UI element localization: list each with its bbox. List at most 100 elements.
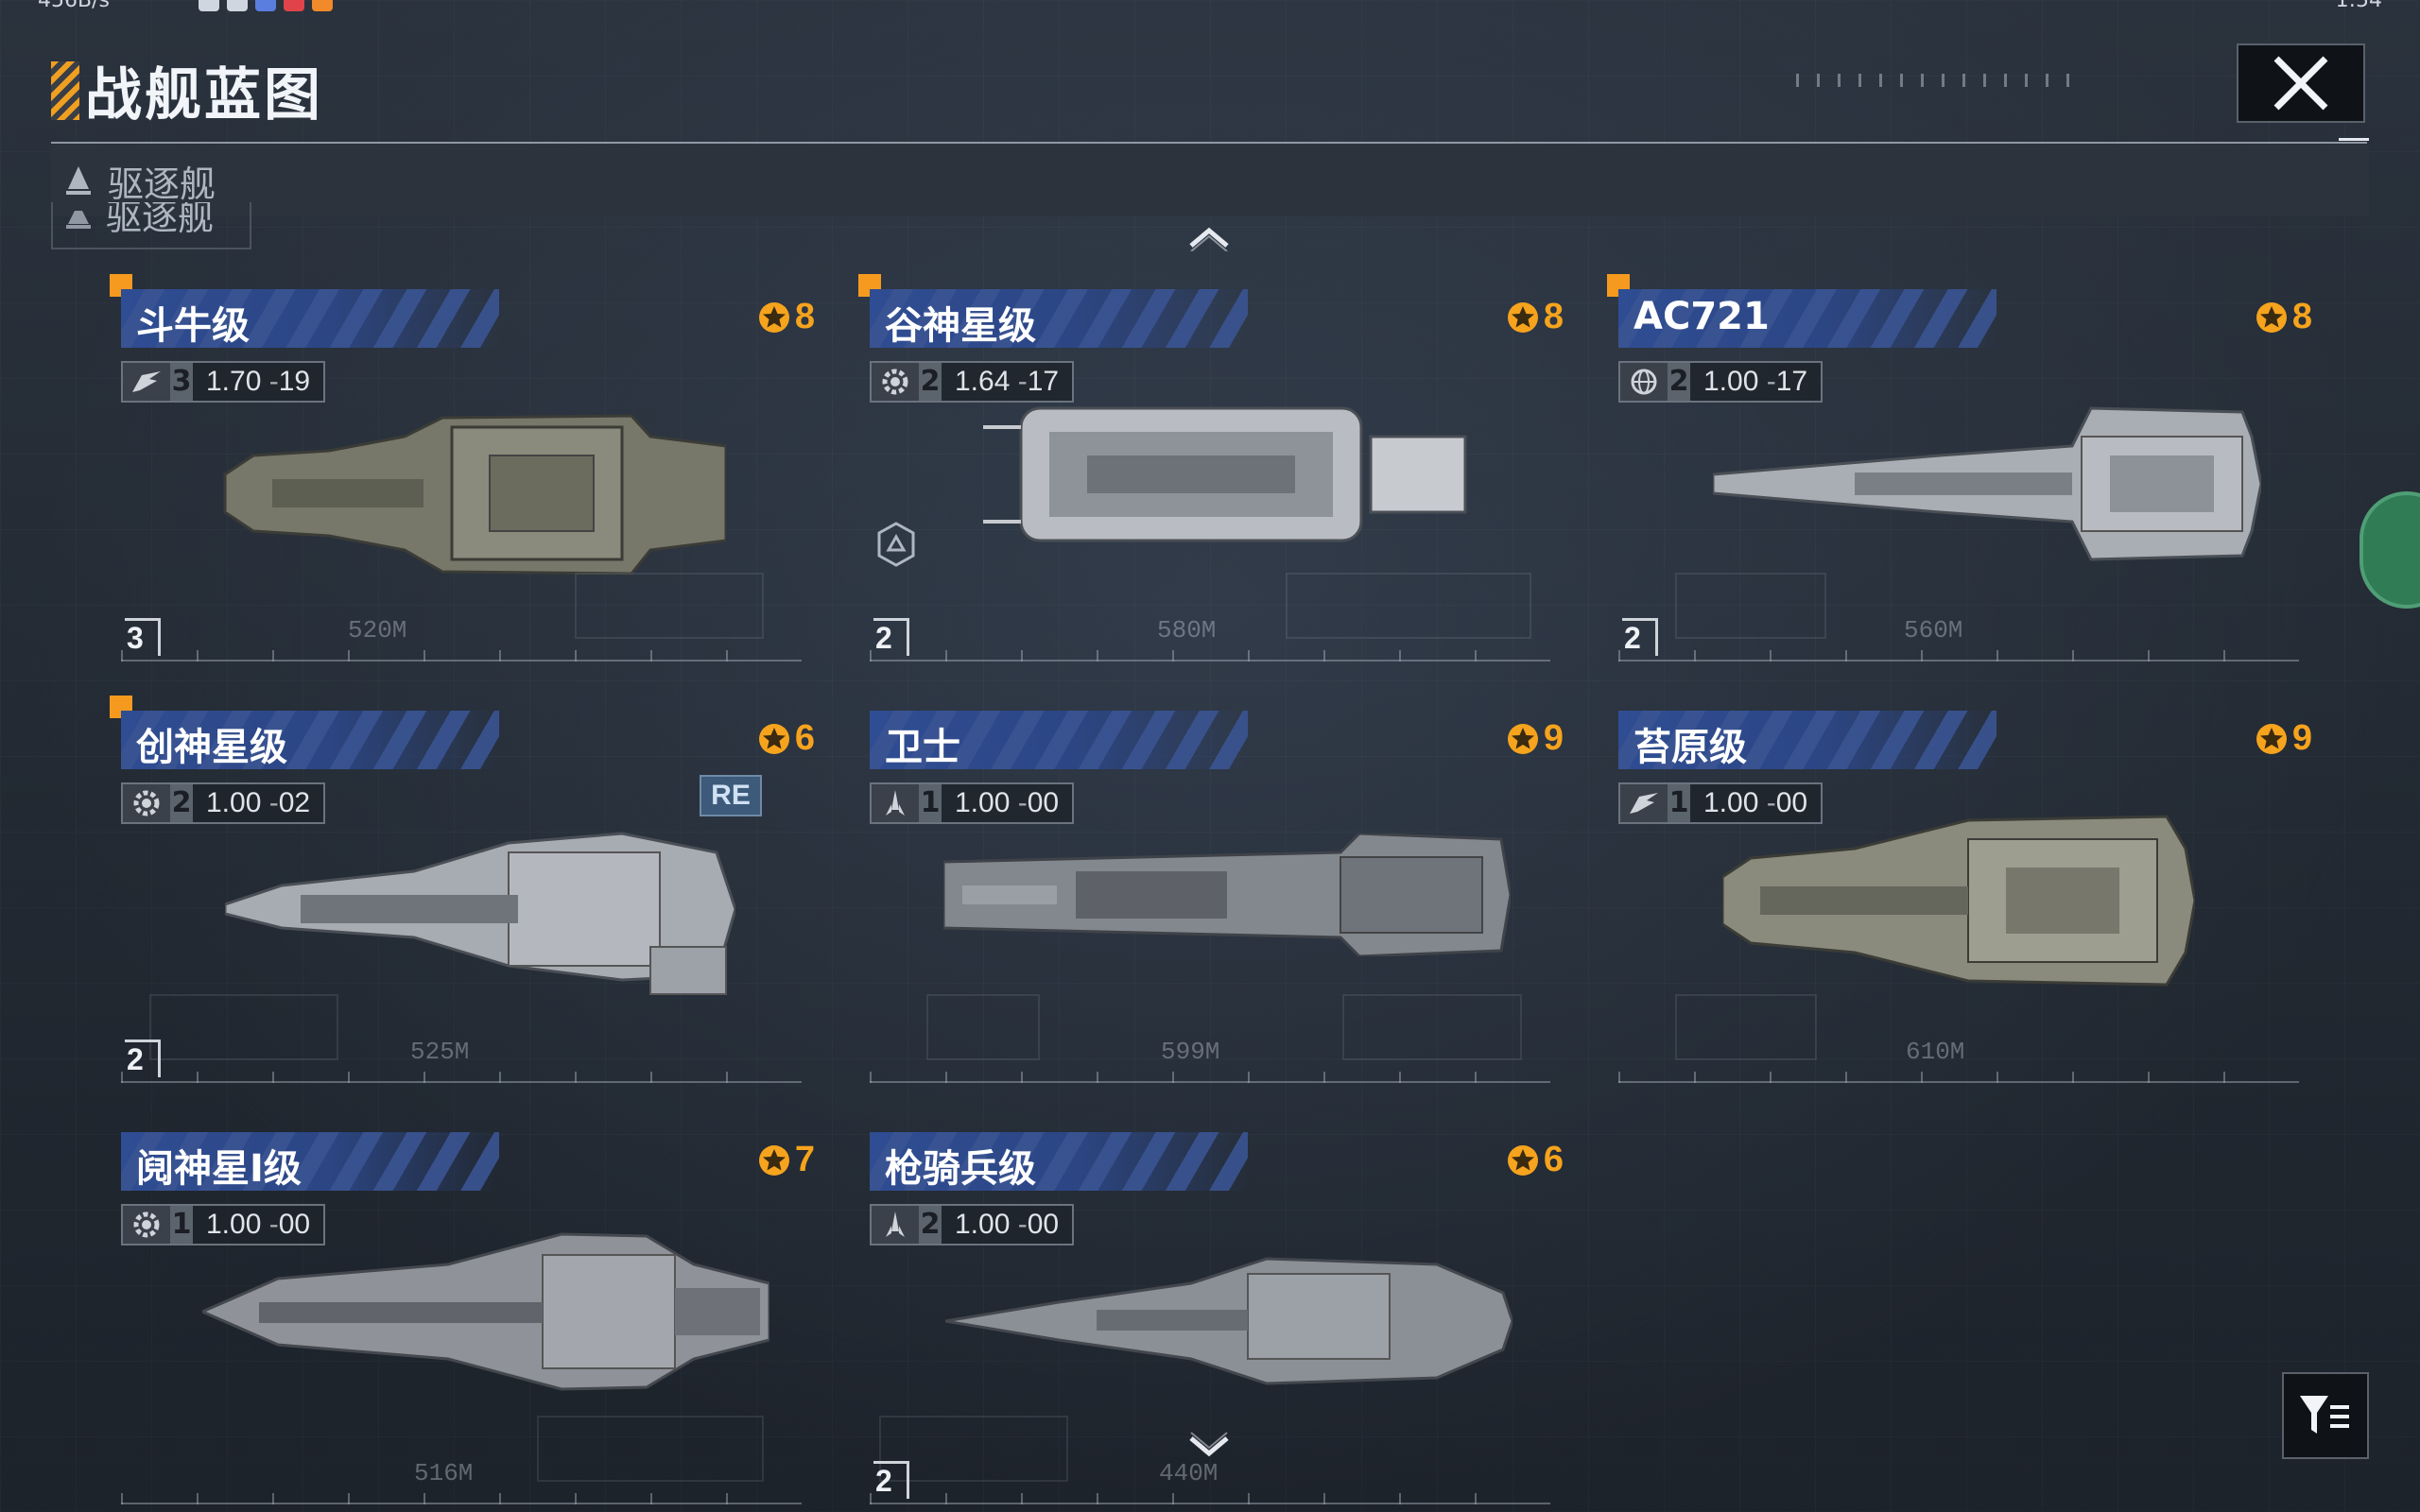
blueprint-sketch [575,573,764,639]
ship-rank: 8 [1506,297,1564,337]
ship-rank: 8 [2255,297,2312,337]
ship-rank: 8 [757,297,815,337]
ship-card[interactable]: 枪骑兵级 6 2 1.00 -00 2 440M [870,1132,1588,1510]
rank-star-icon [758,723,789,754]
ship-card[interactable]: 谷神星级 8 2 1.64 -17 2 580M [858,274,1588,667]
blueprint-sketch [1342,994,1522,1060]
ship-stat-main: 1.00 [206,787,262,818]
ship-stat-sub: 02 [278,787,311,818]
title-accent-stripe [51,60,79,120]
ship-name: 阋神星I级 [136,1147,302,1191]
ship-tier: 1 [170,1206,193,1244]
hexagon-triangle-icon [877,522,915,567]
notification-icons [199,0,333,11]
header-divider-end [2339,138,2369,141]
ship-name-banner [1618,289,1996,348]
ship-card[interactable]: 卫士 9 1 1.00 -00 599M [870,711,1588,1089]
chat-bubble-button[interactable] [2360,491,2420,609]
rank-star-icon [1507,1144,1538,1176]
ship-tier: 3 [170,363,193,401]
ship-name: 枪骑兵级 [885,1147,1036,1191]
ship-stat: 1.64 -17 [955,366,1060,397]
chevron-up-icon [1189,227,1229,252]
ship-length: 580M [1157,616,1217,644]
rank-value: 6 [794,718,815,758]
blueprint-sketch [879,1416,1068,1482]
scroll-down-button[interactable] [1187,1427,1231,1465]
ship-length: 560M [1904,616,1963,644]
ship-name-banner [870,1132,1248,1191]
ship-count: 2 [873,618,909,656]
ship-stat-sub: 00 [1775,787,1808,818]
ship-name-banner [1618,711,1996,769]
ship-stat-sub: 00 [1027,1209,1060,1240]
ship-stat-main: 1.00 [1703,366,1759,397]
ship-name-banner [121,711,499,769]
filter-dropdown-ghost: 驱逐舰 [51,202,251,249]
ship-image [983,406,1467,542]
ship-name: 苔原级 [1634,726,1747,769]
ship-name-banner [870,289,1248,348]
header-divider [51,142,2367,144]
ship-tier: 1 [1668,784,1690,822]
page-header: 战舰蓝图 [51,49,323,131]
ship-stat-sub: 00 [278,1209,311,1240]
ship-stat: 1.70 -19 [206,366,311,397]
network-speed: 456B/s [38,0,110,12]
ship-length: 440M [1159,1459,1219,1487]
rank-star-icon [2256,301,2287,333]
ship-tier: 1 [919,784,942,822]
wing-icon [1620,784,1668,822]
gear-icon [123,784,170,822]
ship-stat-main: 1.64 [955,366,1011,397]
destroyer-class-icon [66,166,91,195]
ship-name: 谷神星级 [885,304,1036,348]
ship-stat: 1.00 -00 [1703,787,1808,818]
ship-card[interactable]: AC721 8 2 1.00 -17 2 560M [1607,274,2337,667]
ship-card[interactable]: 斗牛级 8 3 1.70 -19 3 520M [110,274,839,667]
ship-rank: 9 [1506,718,1564,759]
ship-stat-sub: 17 [1775,366,1808,397]
ship-stat-sub: 17 [1027,366,1060,397]
ship-name: 斗牛级 [136,304,250,348]
chevron-down-icon [1189,1432,1229,1457]
ship-tier: 2 [919,363,942,401]
close-button[interactable] [2237,43,2365,123]
ship-name: 卫士 [885,726,960,769]
rank-value: 8 [1543,297,1564,336]
ship-stats: 1 1.00 -00 [1618,782,1824,824]
blueprint-sketch [149,994,338,1060]
ship-rank: 6 [757,718,815,759]
sort-filter-button[interactable] [2282,1372,2369,1459]
rank-star-icon [1507,301,1538,333]
length-ruler [870,1064,1550,1083]
ship-class-filter[interactable]: 驱逐舰 [51,145,2369,216]
status-bar: 456B/s 1:54 [0,0,2420,13]
ship-rank: 7 [757,1140,815,1180]
ship-image [202,1232,769,1391]
ship-image [945,1257,1512,1385]
ship-length: 516M [414,1459,474,1487]
ship-stat-sub: 00 [1027,787,1060,818]
ship-name: 创神星级 [136,726,287,769]
ship-card[interactable]: 阋神星I级 7 1 1.00 -00 516M [121,1132,839,1510]
rank-value: 9 [2291,718,2312,758]
blueprint-sketch [1675,994,1817,1060]
ship-stat: 1.00 -02 [206,787,311,818]
ship-length: 610M [1906,1038,1965,1066]
re-badge: RE [700,775,762,816]
header-decoration [1796,74,2080,87]
globe-icon [1620,363,1668,401]
rocket-icon [872,784,919,822]
ship-card[interactable]: 创神星级 6 2 1.00 -02 RE 2 525M [110,696,839,1089]
ship-name: AC721 [1634,295,1770,338]
rank-value: 9 [1543,718,1564,758]
scroll-up-button[interactable] [1187,223,1231,255]
rank-value: 6 [1543,1140,1564,1179]
ship-stats: 2 1.00 -00 [870,1204,1075,1246]
ship-card[interactable]: 苔原级 9 1 1.00 -00 610M [1618,711,2337,1089]
ship-stats: 1 1.00 -00 [870,782,1075,824]
length-ruler [121,643,802,662]
ship-tier: 2 [170,784,193,822]
ship-stats: 2 1.64 -17 [870,361,1075,403]
